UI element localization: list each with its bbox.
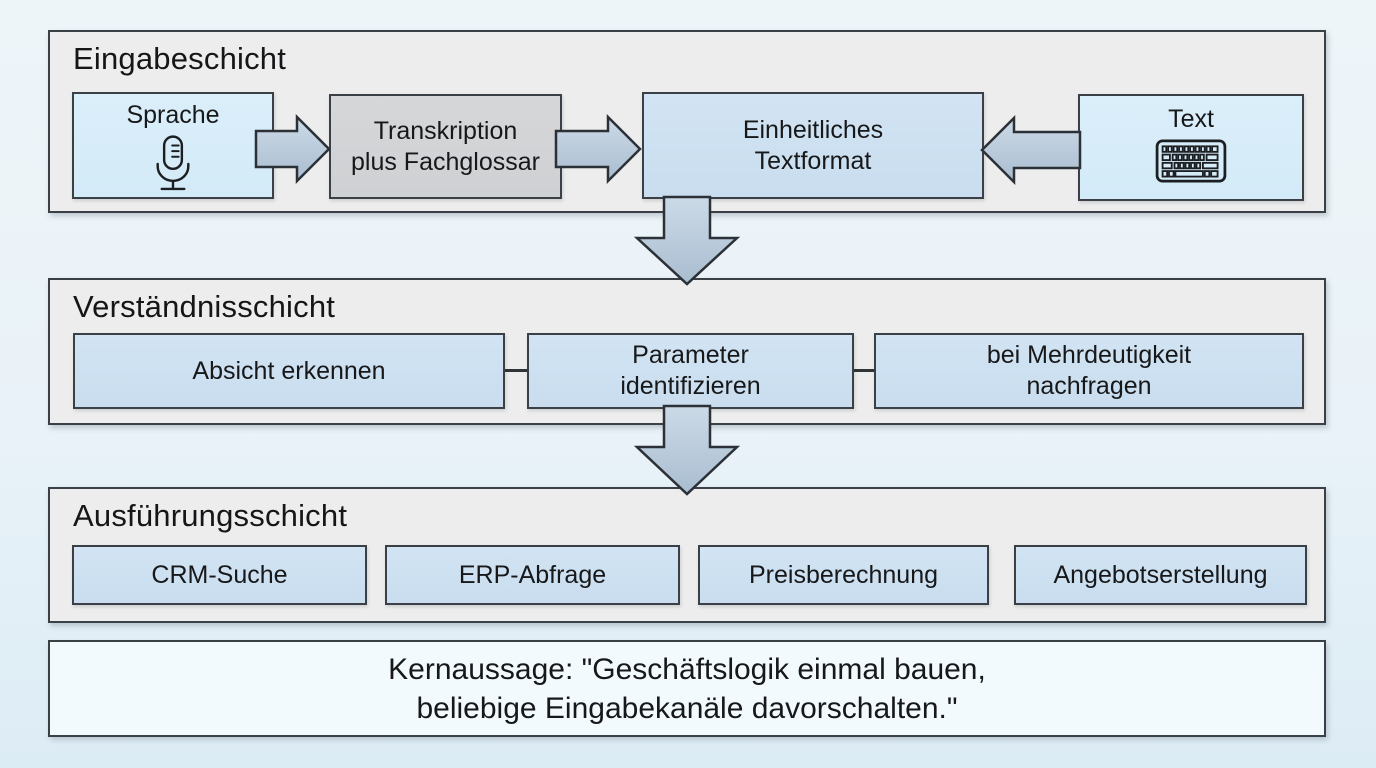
keyboard-icon [1155, 139, 1227, 191]
node-absicht-erkennen: Absicht erkennen [73, 333, 505, 409]
layer-eingabeschicht: Eingabeschicht Sprache Transkription plu… [48, 30, 1326, 213]
node-einheitliches-line2: Textformat [754, 146, 872, 175]
node-preis-label: Preisberechnung [748, 560, 938, 589]
node-mehrdeutigkeit-nachfragen: bei Mehrdeutigkeit nachfragen [874, 333, 1304, 409]
node-erp-abfrage: ERP-Abfrage [385, 545, 680, 605]
node-text: Text [1078, 94, 1304, 201]
kernaussage-line2: beliebige Eingabekanäle davorschalten." [416, 691, 958, 725]
connector-parameter-nachfragen [854, 369, 874, 372]
node-parameter-line2: identifizieren [620, 372, 761, 400]
node-angebotserstellung: Angebotserstellung [1014, 545, 1307, 605]
node-sprache-label: Sprache [126, 101, 220, 129]
node-einheitliches-line1: Einheitliches [742, 115, 884, 144]
node-nachfragen-line2: nachfragen [1026, 372, 1152, 400]
node-parameter-identifizieren: Parameter identifizieren [527, 333, 854, 409]
layer-title-verstaendnisschicht: Verständnisschicht [73, 289, 336, 324]
kernaussage-line1: Kernaussage: "Geschäftslogik einmal baue… [388, 652, 986, 686]
node-text-label: Text [1168, 105, 1214, 133]
node-erp-label: ERP-Abfrage [458, 560, 607, 589]
layer-title-ausfuehrungsschicht: Ausführungsschicht [73, 498, 348, 533]
node-transkription-line1: Transkription [373, 116, 518, 145]
node-angebot-label: Angebotserstellung [1053, 560, 1268, 589]
kernaussage-box: Kernaussage: "Geschäftslogik einmal baue… [48, 640, 1326, 737]
layer-title-eingabeschicht: Eingabeschicht [73, 41, 287, 76]
node-transkription: Transkription plus Fachglossar [329, 94, 562, 199]
node-preisberechnung: Preisberechnung [698, 545, 989, 605]
node-transkription-line2: plus Fachglossar [351, 147, 540, 176]
node-einheitliches-textformat: Einheitliches Textformat [642, 92, 984, 199]
node-crm-label: CRM-Suche [151, 560, 288, 589]
microphone-icon [151, 135, 195, 201]
layer-verstaendnisschicht: Verständnisschicht Absicht erkennen Para… [48, 278, 1326, 425]
node-nachfragen-line1: bei Mehrdeutigkeit [986, 341, 1192, 369]
node-absicht-label: Absicht erkennen [192, 356, 386, 385]
connector-absicht-parameter [505, 369, 527, 372]
node-sprache: Sprache [72, 92, 274, 199]
node-parameter-line1: Parameter [632, 341, 749, 369]
node-crm-suche: CRM-Suche [72, 545, 367, 605]
layer-ausfuehrungsschicht: Ausführungsschicht CRM-Suche ERP-Abfrage… [48, 487, 1326, 623]
